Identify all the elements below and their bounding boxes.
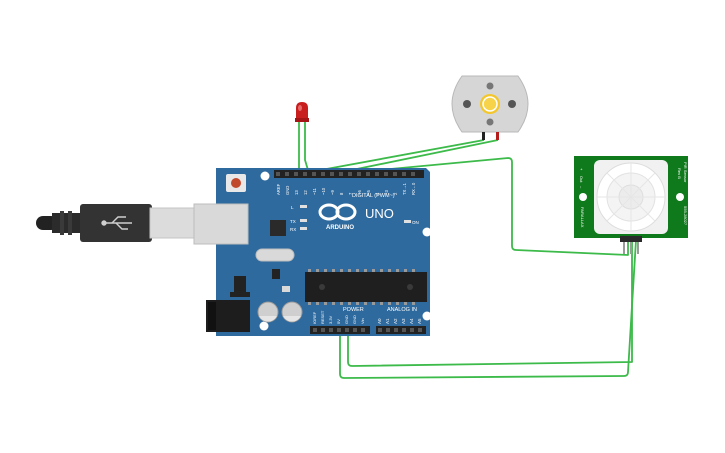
wire-pir-out[interactable] (379, 157, 629, 256)
pin-label: A2 (393, 318, 398, 324)
digital-header-label: DIGITAL (PWM~) (352, 193, 395, 199)
wire-pir-vcc[interactable] (347, 240, 633, 367)
pin-label: A3 (401, 318, 406, 324)
usb-icon (101, 216, 132, 230)
pin-label: 5V (336, 319, 341, 324)
pin-label: ~6 (357, 190, 362, 195)
pin-label: ~9 (330, 190, 335, 195)
pir-side-label: 555-28027 (683, 206, 688, 226)
pir-side-label: PIR Sensor (683, 162, 688, 183)
pir-sensor[interactable]: + Out – PARALLAX PIR Sensor Rev B 555-28… (574, 156, 688, 254)
pin-label: A0 (377, 318, 382, 324)
digital-header (274, 170, 424, 178)
led-label-tx: TX (290, 219, 296, 224)
mount-hole (422, 311, 432, 321)
pin-label: AREF (276, 183, 281, 195)
pin-label: 8 (339, 192, 344, 195)
atmega-chip (305, 269, 427, 305)
wires (298, 122, 637, 379)
usb-chip (270, 220, 286, 236)
arduino-logo-icon (318, 203, 357, 221)
board-model: UNO (365, 206, 394, 221)
pin-label: ~3 (384, 190, 389, 195)
pin-label: 12 (303, 190, 308, 195)
analog-header (376, 326, 426, 334)
motor-shaft-gear-icon (480, 94, 500, 114)
analog-header-label: ANALOG IN (387, 307, 417, 313)
pir-side-label: Rev B (677, 168, 682, 179)
power-header-label: POWER (343, 307, 364, 313)
dc-motor[interactable] (451, 75, 529, 140)
led-label-rx: RX (290, 227, 296, 232)
led-label-l: L (291, 205, 294, 210)
led-tx (300, 219, 307, 222)
led-rx (300, 227, 307, 230)
arduino-logo-text: ARDUINO (326, 225, 354, 231)
wire-led-13[interactable] (304, 122, 309, 171)
pir-pin-label: – (579, 186, 584, 189)
pin-label: ~5 (366, 190, 371, 195)
pin-label: 13 (294, 190, 299, 195)
pin-label: Vin (360, 318, 365, 324)
voltage-regulator (234, 276, 246, 292)
mount-hole (260, 171, 270, 181)
wire-pir-gnd[interactable] (339, 239, 637, 379)
pin-label: A1 (385, 318, 390, 324)
pin-label: GND (344, 315, 349, 324)
pir-dome-lens (594, 160, 668, 234)
arduino-uno-board[interactable]: ARDUINO UNO L TX RX ON (193, 168, 432, 336)
power-header (310, 326, 370, 334)
wire-motor-1[interactable] (320, 139, 485, 171)
pin-label: A5 (417, 318, 422, 324)
pin-label: 7 (348, 192, 353, 195)
pin-label: A4 (409, 318, 414, 324)
pir-side-label: PARALLAX (580, 207, 585, 228)
analog-pin-labels: A0 A1 A2 A3 A4 A5 (377, 318, 422, 324)
pin-label: RESET (320, 310, 325, 324)
led-label-on: ON (412, 220, 419, 225)
pin-label: 2 (393, 192, 398, 195)
usb-port (193, 203, 249, 245)
digital-pin-labels: AREF GND 13 12 ~11 ~10 ~9 8 7 ~6 ~5 4 ~3… (276, 182, 416, 195)
led-l (300, 205, 307, 208)
pin-label: 3.3V (328, 315, 333, 324)
pir-pin-label: + (579, 168, 584, 171)
mount-hole (422, 227, 432, 237)
pin-label: ~10 (321, 187, 326, 195)
reset-button[interactable] (226, 174, 246, 192)
usb-cable[interactable] (36, 204, 195, 242)
pin-label: GND (285, 186, 290, 195)
pir-pin-label: Out (579, 176, 584, 183)
pin-label: IOREF (312, 311, 317, 324)
wire-motor-2[interactable] (351, 139, 499, 171)
pin-label: ~11 (312, 188, 317, 195)
pin-label: GND (352, 315, 357, 324)
red-led[interactable] (295, 102, 309, 122)
pin-label: TX→1 (402, 182, 407, 195)
mount-hole (259, 321, 269, 331)
pin-label: 4 (375, 192, 380, 195)
led-on (404, 220, 411, 223)
crystal (255, 248, 295, 262)
power-pin-labels: IOREF RESET 3.3V 5V GND GND Vin (312, 310, 365, 324)
pin-label: RX←0 (411, 182, 416, 195)
